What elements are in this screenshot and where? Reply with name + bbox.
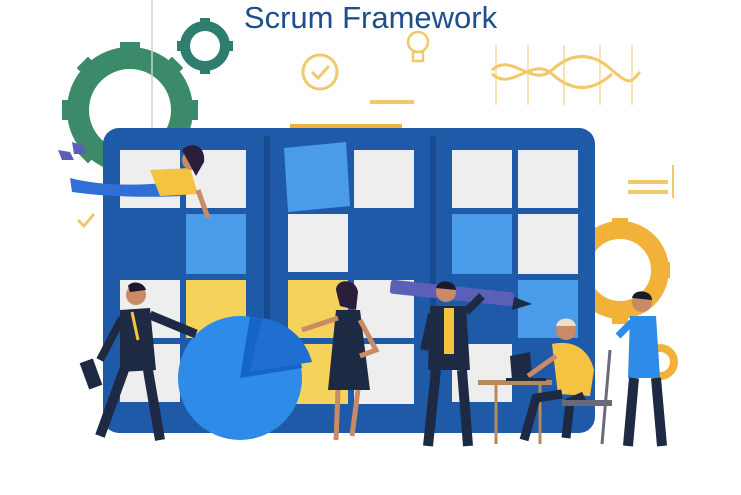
person-working-laptop [519, 318, 612, 445]
gear-icon [177, 18, 233, 74]
page-title: Scrum Framework [243, 0, 498, 35]
person-lying [58, 142, 211, 219]
person-standing [301, 281, 380, 441]
checkmark-icon [301, 53, 339, 91]
person-standing-right [615, 291, 667, 447]
decorative-wave-chart [490, 45, 642, 105]
pie-chart-icon [178, 316, 312, 440]
lightbulb-icon [406, 30, 430, 63]
checkmark-icon [76, 213, 96, 229]
board-column [452, 150, 578, 402]
person-presenting [79, 282, 198, 441]
person-carrying-pencil [420, 281, 485, 447]
laptop-icon [506, 352, 546, 381]
